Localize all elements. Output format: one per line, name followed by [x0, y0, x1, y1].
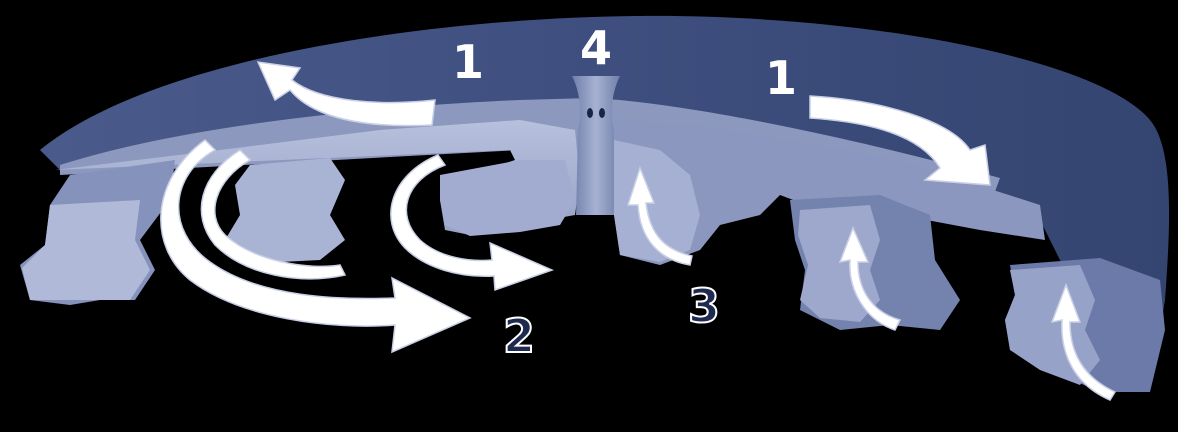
label-1-right: 1 — [765, 51, 797, 105]
center-left-chamber — [440, 160, 575, 236]
label-2: 2 — [503, 309, 535, 363]
osculum-pore-left — [587, 108, 593, 118]
osculum-pore-right — [599, 108, 605, 118]
right-chamber-2-face — [1005, 265, 1100, 385]
label-3: 3 — [688, 279, 720, 333]
label-1-left: 1 — [452, 35, 484, 89]
left-outer-chamber-face — [22, 200, 150, 300]
osculum-chimney — [572, 76, 620, 215]
left-middle-chamber — [225, 158, 345, 262]
label-4: 4 — [580, 21, 612, 75]
